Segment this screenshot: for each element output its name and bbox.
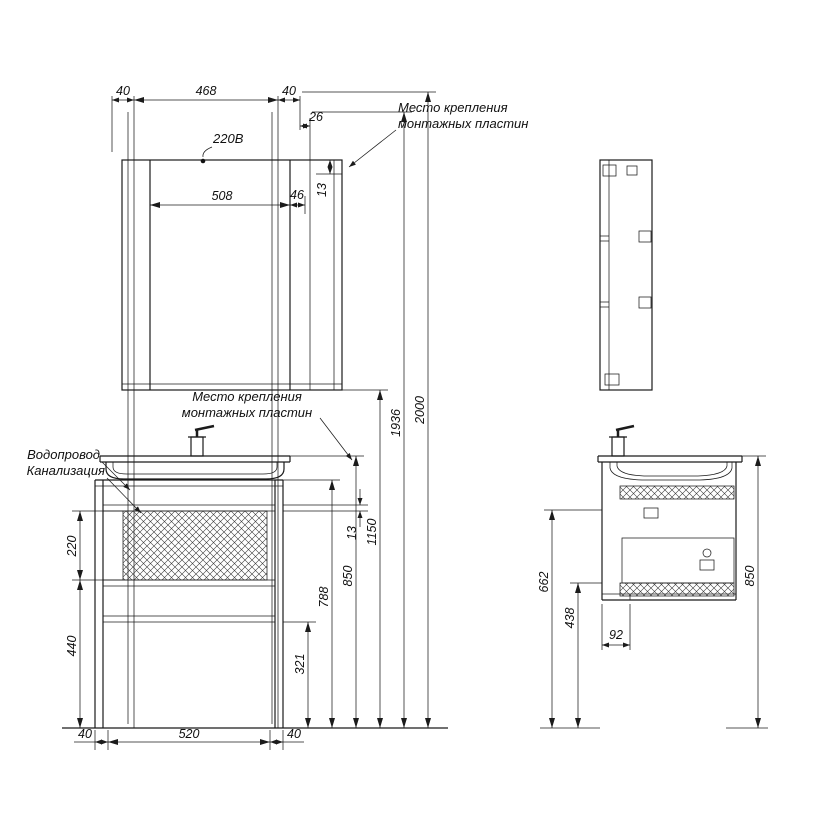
dim-right-column: 321 788 850 1150 1936 2000 <box>283 91 436 728</box>
dim-mirror-widths: 508 46 <box>150 188 306 214</box>
dim-26-label: 26 <box>308 110 323 124</box>
mounting-top-line2: монтажных пластин <box>398 116 528 131</box>
dim-top-widths: 40 468 40 <box>112 84 300 103</box>
dim-1150-label: 1150 <box>365 519 379 546</box>
dim-92-label: 92 <box>609 628 623 642</box>
dimensions-side: 662 438 92 850 <box>537 455 768 729</box>
dim-left-column: 220 440 <box>65 510 123 728</box>
siphon-icon <box>702 548 712 558</box>
dim-top-center-label: 468 <box>196 84 217 98</box>
outlet-label: 220В <box>212 131 244 146</box>
dim-vanity-13-label: 13 <box>345 526 359 540</box>
dim-220-label: 220 <box>65 536 79 558</box>
sewerage-label: Канализация <box>27 463 105 478</box>
dim-bottom-right-label: 40 <box>287 727 301 741</box>
dim-321-label: 321 <box>293 654 307 675</box>
dim-46-label: 46 <box>290 188 304 202</box>
pipe-connection-zone-hatch <box>122 510 268 581</box>
mounting-plates-annotation-top: Место крепления монтажных пластин <box>348 100 528 168</box>
front-view: 40 468 40 26 508 46 13 <box>27 84 528 750</box>
dim-outlet-offset: 26 <box>300 110 323 160</box>
dimensions-front: 40 468 40 26 508 46 13 <box>65 84 436 750</box>
mounting-plates-annotation-mid: Место крепления монтажных пластин <box>182 389 353 461</box>
dim-662-label: 662 <box>537 572 551 593</box>
dim-440-label: 440 <box>65 636 79 657</box>
washbasin-front <box>99 455 291 480</box>
dim-788-label: 788 <box>317 587 331 608</box>
dim-1936-label: 1936 <box>389 409 403 437</box>
dim-bottom-center-label: 520 <box>179 727 200 741</box>
vanity-cabinet-side <box>597 455 743 601</box>
dim-438-label: 438 <box>563 608 577 629</box>
dim-850-side-label: 850 <box>743 566 757 587</box>
annotations: 220В Место крепления монтажных пластин М… <box>27 100 528 514</box>
dim-mirror-13-label: 13 <box>315 183 329 197</box>
water-supply-label: Водопровод <box>27 447 100 462</box>
faucet-front-icon <box>188 424 215 457</box>
dim-top-left-label: 40 <box>116 84 130 98</box>
dim-bottom-widths: 40 520 40 <box>74 727 304 750</box>
dim-850-front-label: 850 <box>341 566 355 587</box>
drawer-slide-zone-top <box>619 485 735 500</box>
drawer-box-side <box>621 537 735 584</box>
dim-2000-label: 2000 <box>413 396 427 425</box>
dim-top-right-label: 40 <box>282 84 296 98</box>
vanity-cabinet-front <box>94 479 284 728</box>
mounting-mid-line2: монтажных пластин <box>182 405 312 420</box>
mounting-top-line1: Место крепления <box>398 100 508 115</box>
mirror-cabinet-side <box>599 159 653 391</box>
sewerage-annotation: Канализация <box>27 463 142 514</box>
mounting-mid-line1: Место крепления <box>192 389 302 404</box>
drawer-slide-zone-bottom <box>619 582 735 597</box>
water-supply-annotation: Водопровод <box>27 447 131 491</box>
side-view: 662 438 92 850 <box>537 159 768 729</box>
dim-bottom-left-label: 40 <box>78 727 92 741</box>
outlet-point <box>200 158 206 164</box>
mirror-cabinet-front <box>121 158 343 391</box>
outlet-annotation: 220В <box>202 131 244 158</box>
dim-508-label: 508 <box>212 189 233 203</box>
dim-mirror-plate-offset: 13 <box>315 160 333 197</box>
